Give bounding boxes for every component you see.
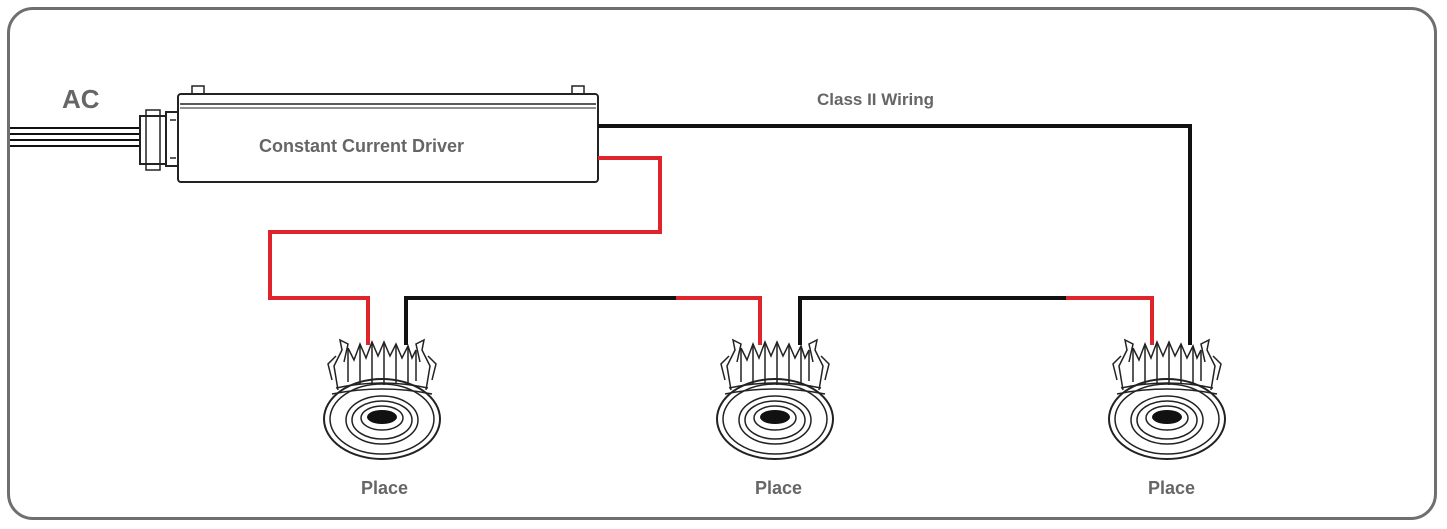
- negative-wire-link-1: [404, 296, 676, 345]
- ac-label: AC: [62, 84, 100, 114]
- negative-wire-link-2: [798, 296, 1066, 345]
- positive-wire-link-1: [676, 296, 762, 345]
- negative-wire-return: [598, 124, 1192, 345]
- recessed-downlight-icon: [716, 339, 834, 460]
- fixture-label-1: Place: [361, 478, 409, 498]
- fixture-label-2: Place: [755, 478, 803, 498]
- fixture-label-3: Place: [1148, 478, 1196, 498]
- terminal-connector-icon: [139, 109, 181, 171]
- ac-input-cable: [10, 127, 145, 147]
- recessed-downlight-icon: [1108, 339, 1226, 460]
- recessed-downlight-icon: [323, 339, 441, 460]
- positive-wire: [268, 156, 662, 345]
- driver-box-icon: [177, 85, 599, 183]
- driver-label: Constant Current Driver: [259, 136, 465, 156]
- positive-wire-link-2: [1066, 296, 1154, 345]
- class-wiring-label: Class II Wiring: [817, 90, 934, 109]
